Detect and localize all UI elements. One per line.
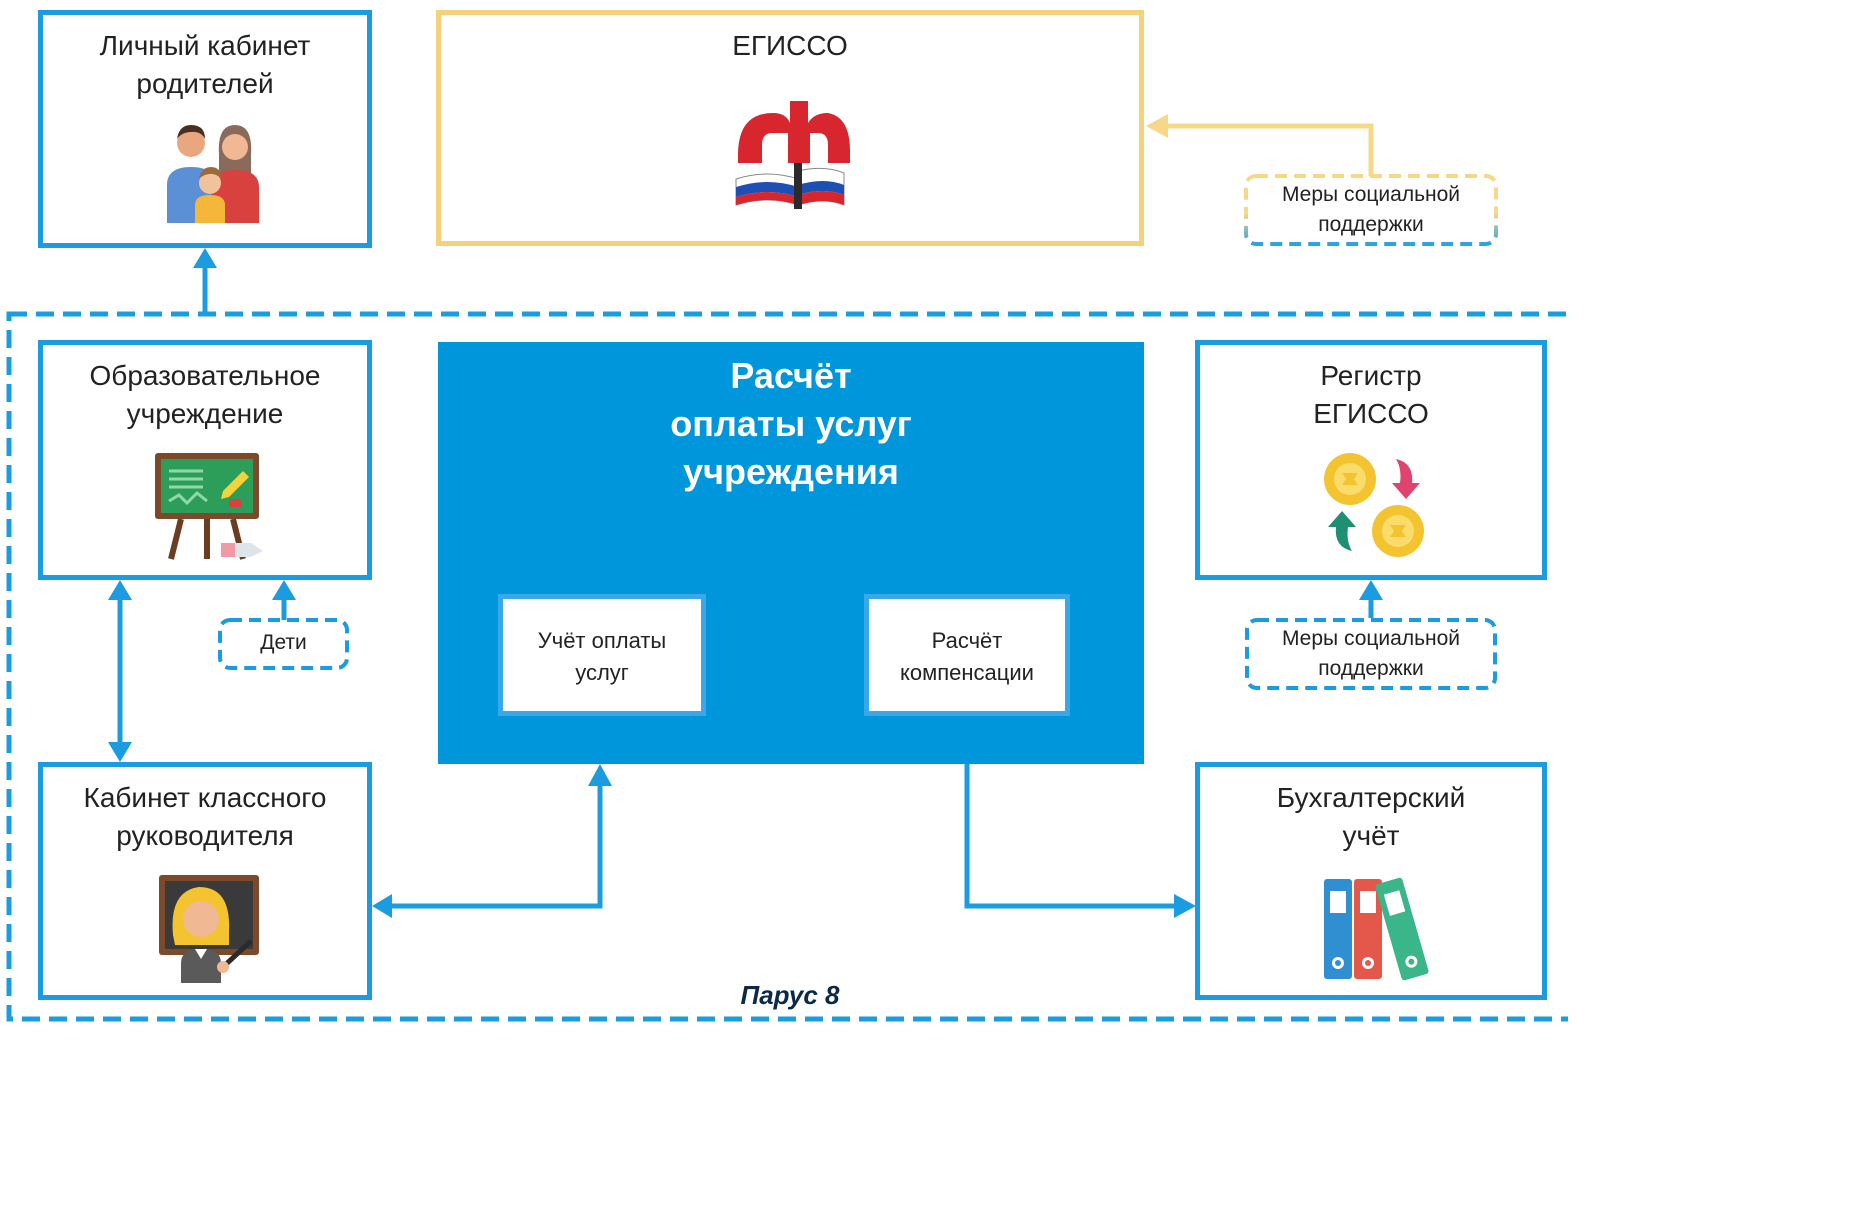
accounting-title: Бухгалтерский учёт [1276, 782, 1466, 851]
teacher-cabinet-title: Кабинет классного руководителя [83, 782, 327, 851]
arrow-teacher-center [390, 786, 603, 909]
social-support-bottom-label: Меры социальной поддержки [1281, 627, 1461, 680]
parus-frame [6, 311, 1568, 1022]
payment-accounting-box: Учёт оплаты услуг [498, 594, 706, 716]
pfr-logo [735, 101, 850, 209]
compensation-calc-label: Расчёт компенсации [900, 628, 1034, 685]
center-title: Расчёт оплаты услуг учреждения [670, 355, 912, 492]
egisso-title: ЕГИССО [732, 30, 848, 61]
teacher-icon [159, 875, 259, 983]
support-top-frame [1244, 174, 1498, 246]
parus-label: Парус 8 [740, 980, 840, 1010]
school-box: Образовательное учреждение [38, 340, 372, 580]
arrow-support-egisso [1166, 123, 1374, 176]
egisso-box: ЕГИССО [436, 10, 1144, 246]
social-support-top-label: Меры социальной поддержки [1281, 183, 1461, 236]
parents-cabinet-box: Личный кабинет родителей [38, 10, 372, 248]
coin-exchange-icon [1324, 453, 1424, 557]
diagram-canvas: Личный кабинет родителей ЕГИССО [6, 10, 1568, 1022]
connectors [6, 114, 1568, 1022]
binders-icon [1324, 877, 1429, 981]
egisso-register-box: Регистр ЕГИССО [1195, 340, 1547, 580]
payment-accounting-label: Учёт оплаты услуг [537, 628, 667, 685]
accounting-box: Бухгалтерский учёт [1195, 762, 1547, 1000]
family-icon [167, 125, 259, 223]
support-bottom-frame [1245, 618, 1497, 690]
center-block: Расчёт оплаты услуг учреждения Учёт опла… [438, 342, 1144, 764]
children-label: Дети [260, 631, 307, 654]
arrow-center-accounting [964, 764, 1176, 909]
school-title: Образовательное учреждение [89, 360, 321, 429]
teacher-cabinet-box: Кабинет классного руководителя [38, 762, 372, 1000]
egisso-register-title: Регистр ЕГИССО [1313, 360, 1429, 429]
parents-cabinet-title: Личный кабинет родителей [99, 30, 311, 99]
compensation-calc-box: Расчёт компенсации [864, 594, 1070, 716]
chalkboard-icon [155, 453, 263, 560]
children-label-frame [218, 618, 349, 670]
